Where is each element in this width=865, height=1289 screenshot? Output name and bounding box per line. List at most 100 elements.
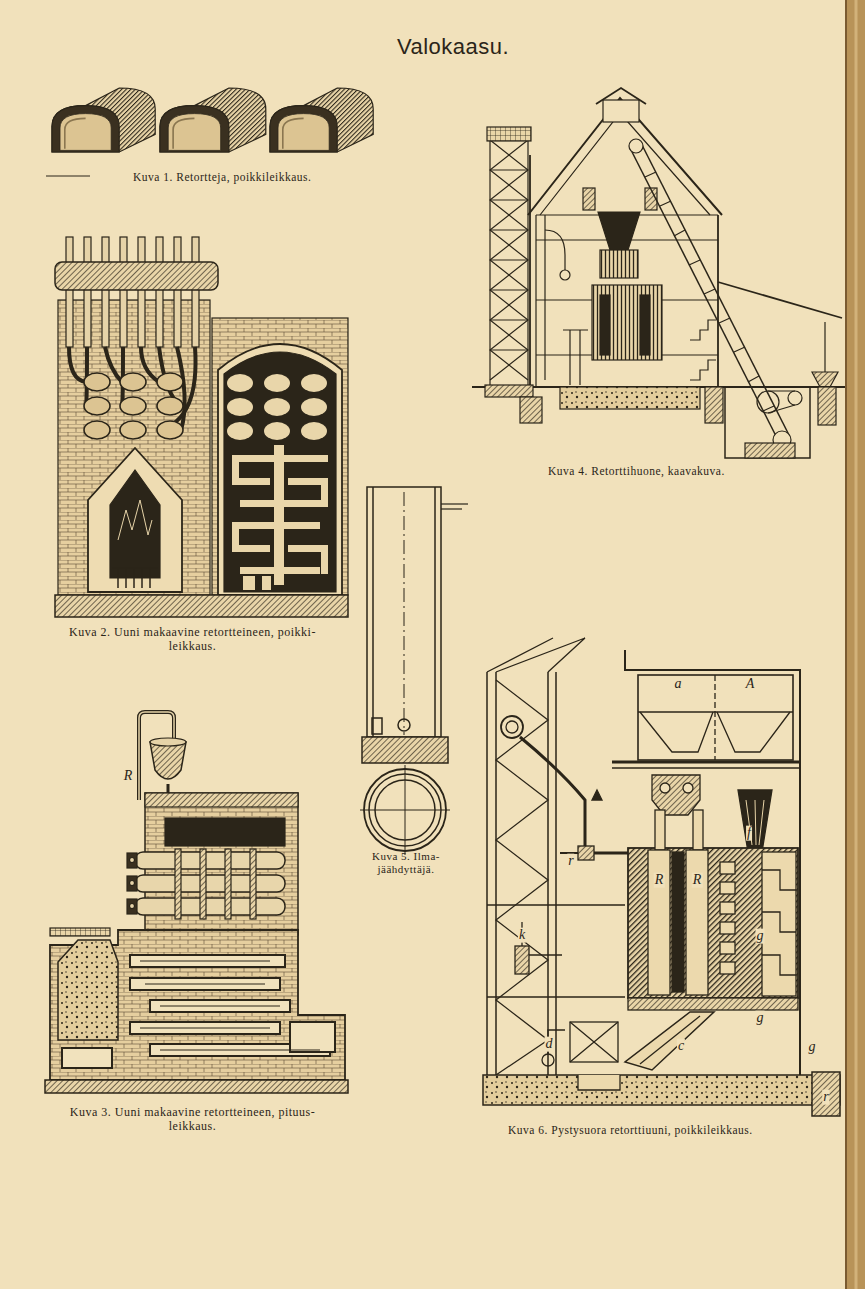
figure-caption: Kuva 5. Ilma- jäähdyttäjä.: [358, 850, 454, 876]
oven-cross-section: [301, 422, 327, 440]
oven-long-section: [130, 881, 135, 886]
oven-long-section: [127, 899, 137, 914]
oven-long-section: [150, 742, 186, 779]
oven-cross-section: [264, 422, 290, 440]
oven-long-section: [130, 904, 135, 909]
oven-long-section: [150, 1000, 290, 1012]
oven-cross-section: [227, 422, 253, 440]
retort-house-figure: [472, 88, 845, 458]
retort-house-figure: [490, 140, 528, 380]
air-cooler-figure: [360, 487, 468, 855]
vertical-retort-oven-figure: [660, 783, 670, 793]
oven-long-section: [175, 849, 256, 919]
figure-caption: Kuva 4. Retorttihuone, kaavakuva.: [548, 465, 725, 479]
oven-cross-section: [232, 455, 239, 485]
oven-long-section: [290, 1022, 335, 1052]
part-letter: g: [756, 929, 765, 944]
retort-sections: [46, 88, 373, 176]
vertical-retort-oven-figure: [506, 721, 518, 733]
oven-cross-section: [118, 500, 152, 540]
oven-cross-section: [120, 237, 127, 347]
oven-cross-section: [240, 567, 320, 574]
oven-long-section: [160, 1006, 280, 1007]
oven-long-section: [45, 1080, 348, 1093]
oven-cross-section: [112, 568, 158, 588]
figure-caption: Kuva 3. Uuni makaavine retortteineen, pi…: [45, 1105, 340, 1134]
oven-long-section: [45, 712, 348, 1093]
oven-long-section: [62, 955, 335, 1068]
vertical-retort-oven-figure: [652, 775, 700, 815]
part-letter: c: [677, 1039, 685, 1054]
oven-cross-section: [88, 448, 182, 592]
oven-cross-section: [69, 347, 86, 382]
oven-long-section: [130, 858, 135, 863]
oven-long-section: [127, 876, 137, 891]
oven-long-section: [127, 853, 137, 914]
vertical-retort-oven-figure: [720, 922, 735, 934]
oven-long-section: [200, 849, 206, 919]
oven-cross-section: [84, 373, 110, 391]
vertical-retort-oven-figure: [628, 848, 798, 998]
vertical-retort-oven-figure: [672, 852, 684, 992]
oven-long-section: [130, 1022, 280, 1034]
retort-house-figure: [757, 391, 779, 413]
part-letter: A: [745, 677, 756, 692]
oven-long-section: [130, 955, 285, 967]
oven-long-section: [140, 961, 320, 1050]
figure-caption: Kuva 2. Uuni makaavine retortteineen, po…: [45, 625, 340, 654]
vertical-retort-oven-figure: [655, 810, 665, 850]
oven-long-section: [50, 928, 110, 936]
vertical-retort-oven-figure: [515, 946, 529, 974]
air-cooler-figure: [362, 737, 448, 763]
retort-house-figure: [600, 250, 638, 278]
retort-house-figure: [812, 372, 838, 387]
vertical-retort-oven-figure: [746, 800, 764, 845]
oven-cross-section: [301, 374, 327, 392]
retort-house-figure: [718, 282, 842, 318]
retort-house-figure: [583, 188, 595, 210]
oven-cross-section: [157, 421, 183, 439]
page-edge: [846, 0, 865, 1289]
oven-cross-section: [301, 398, 327, 416]
page-edge: [855, 0, 858, 1289]
retort-house-figure: [520, 397, 542, 423]
retort-house-figure: [745, 443, 795, 458]
oven-long-section: [150, 738, 186, 746]
retort-house-figure: [690, 320, 716, 380]
retort-house-figure: [490, 140, 528, 387]
air-cooler-figure: [434, 487, 436, 737]
retort-house-figure: [529, 155, 531, 387]
vertical-retort-oven-figure: [693, 810, 703, 850]
vertical-retort-oven-figure: [522, 922, 562, 955]
retort-house-figure: [544, 215, 545, 380]
oven-long-section: [130, 858, 135, 909]
air-cooler-figure: [372, 718, 382, 734]
oven-cross-section: [102, 237, 109, 347]
vertical-retort-oven-figure: [717, 712, 790, 752]
oven-cross-section: [227, 398, 253, 416]
oven-cross-section: [224, 352, 336, 592]
oven-long-section: [58, 940, 118, 1040]
oven-cross-section: [218, 344, 342, 595]
oven-cross-section: [232, 455, 328, 462]
retort-house-figure: [596, 88, 646, 104]
oven-cross-section: [120, 373, 146, 391]
oven-long-section: [127, 853, 137, 868]
retort-sections: [52, 88, 155, 152]
oven-long-section: [62, 1048, 112, 1068]
oven-cross-section: [55, 595, 348, 617]
retort-house-figure: [640, 295, 650, 355]
vertical-retort-oven-figure: [570, 1022, 618, 1062]
vertical-retort-oven-figure: [686, 850, 708, 995]
oven-cross-section: [66, 237, 73, 347]
retort-house-figure: [603, 100, 639, 122]
part-letter: R: [692, 873, 703, 888]
vertical-retort-oven-figure: [487, 672, 556, 1078]
oven-cross-section: [157, 373, 183, 391]
retort-house-figure: [598, 212, 640, 250]
oven-long-section: [140, 1028, 270, 1029]
oven-long-section: [225, 849, 231, 919]
vertical-retort-oven-figure: [487, 905, 625, 997]
retort-sections: [160, 88, 266, 152]
figure-caption: Kuva 1. Retortteja, poikkileikkaus.: [133, 171, 311, 185]
